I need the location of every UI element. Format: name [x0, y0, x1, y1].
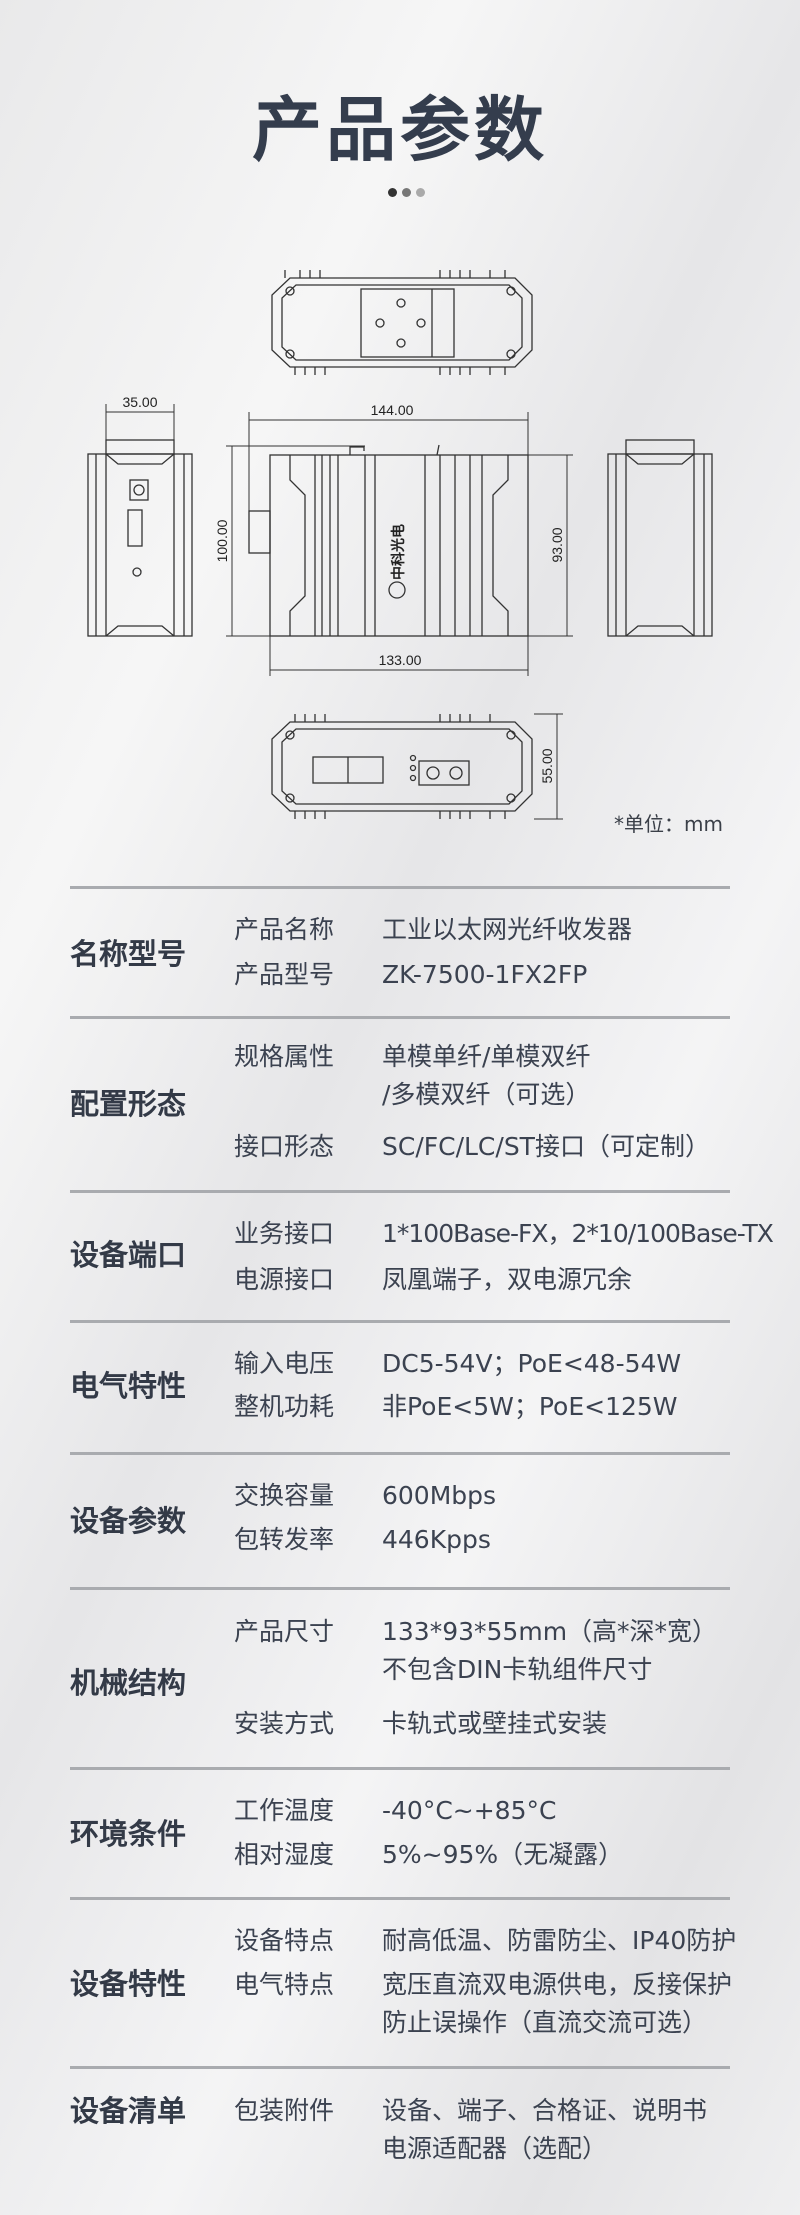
port-view — [271, 714, 533, 819]
divider — [70, 1320, 730, 1323]
spec-value: -40°C~+85°C — [382, 1796, 557, 1825]
category-device-params: 设备参数 — [70, 1504, 187, 1538]
divider — [70, 1767, 730, 1770]
dim-35: 35.00 — [122, 394, 157, 410]
front-view: 中科光电 — [248, 444, 529, 637]
dim-55: 55.00 — [539, 748, 555, 783]
spec-label: 产品型号 — [234, 960, 335, 989]
category-features: 设备特性 — [70, 1967, 187, 2001]
pager-dot-active — [388, 188, 397, 197]
dim-144: 144.00 — [371, 402, 414, 418]
spec-value: 防止误操作（直流交流可选） — [382, 2008, 708, 2037]
spec-label: 整机功耗 — [234, 1392, 335, 1421]
category-electrical: 电气特性 — [70, 1369, 187, 1403]
spec-label: 电气特点 — [234, 1970, 335, 1999]
spec-label: 输入电压 — [234, 1349, 335, 1378]
top-view — [271, 270, 533, 375]
spec-value: 工业以太网光纤收发器 — [382, 915, 633, 944]
spec-value: 不包含DIN卡轨组件尺寸 — [382, 1655, 653, 1684]
spec-label: 包转发率 — [234, 1525, 335, 1554]
spec-label: 安装方式 — [234, 1709, 335, 1738]
spec-label: 相对湿度 — [234, 1840, 335, 1869]
spec-value: 单模单纤/单模双纤 — [382, 1042, 591, 1071]
spec-value: SC/FC/LC/ST接口（可定制） — [382, 1132, 710, 1161]
category-environment: 环境条件 — [70, 1817, 187, 1851]
spec-value: 5%~95%（无凝露） — [382, 1840, 624, 1869]
pager-dot — [416, 188, 425, 197]
divider — [70, 2066, 730, 2069]
spec-value: 446Kpps — [382, 1525, 491, 1554]
spec-value: 电源适配器（选配） — [382, 2134, 608, 2163]
dim-93: 93.00 — [549, 527, 565, 562]
spec-value: /多模双纤（可选） — [382, 1080, 591, 1109]
spec-value: 133*93*55mm（高*深*宽） — [382, 1617, 718, 1646]
spec-value: 卡轨式或壁挂式安装 — [382, 1709, 608, 1738]
divider — [70, 1587, 730, 1590]
spec-value: 耐高低温、防雷防尘、IP40防护 — [382, 1926, 737, 1955]
divider — [70, 1452, 730, 1455]
spec-label: 设备特点 — [234, 1926, 335, 1955]
right-side-view — [607, 439, 713, 637]
spec-label: 交换容量 — [234, 1481, 335, 1510]
spec-label: 规格属性 — [234, 1042, 335, 1071]
spec-value: 1*100Base-FX，2*10/100Base-TX — [382, 1219, 774, 1248]
page-title: 产品参数 — [252, 89, 548, 171]
spec-value: 凤凰端子，双电源冗余 — [382, 1265, 633, 1294]
logo-text: 中科光电 — [390, 524, 407, 580]
category-mechanical: 机械结构 — [70, 1666, 187, 1700]
category-name-model: 名称型号 — [70, 937, 187, 971]
dimension-drawing: 中科光电 35.00 144.00 100.00 93.00 133.00 55… — [87, 270, 713, 820]
spec-label: 工作温度 — [234, 1796, 335, 1825]
category-ports: 设备端口 — [70, 1238, 187, 1272]
category-package-list: 设备清单 — [70, 2094, 187, 2128]
spec-label: 业务接口 — [234, 1219, 335, 1248]
spec-value: 设备、端子、合格证、说明书 — [382, 2096, 708, 2125]
spec-label: 包装附件 — [234, 2096, 335, 2125]
spec-value: 非PoE<5W；PoE<125W — [382, 1392, 678, 1421]
divider — [70, 886, 730, 889]
spec-label: 产品名称 — [234, 915, 335, 944]
dim-100: 100.00 — [214, 519, 230, 562]
dimension-lines — [105, 404, 573, 820]
category-configuration: 配置形态 — [70, 1087, 187, 1121]
divider — [70, 1016, 730, 1019]
sc-fiber-port — [418, 760, 470, 786]
left-side-view — [87, 439, 193, 637]
pager-dot — [402, 188, 411, 197]
unit-note: *单位：mm — [614, 812, 723, 836]
spec-label: 接口形态 — [234, 1132, 335, 1161]
dim-133: 133.00 — [379, 652, 422, 668]
spec-value: DC5-54V；PoE<48-54W — [382, 1349, 682, 1378]
spec-value: 600Mbps — [382, 1481, 497, 1510]
spec-value: 宽压直流双电源供电，反接保护 — [382, 1970, 733, 1999]
divider — [70, 1897, 730, 1900]
spec-label: 产品尺寸 — [234, 1617, 335, 1646]
divider — [70, 1190, 730, 1193]
spec-label: 电源接口 — [234, 1265, 335, 1294]
spec-value: ZK-7500-1FX2FP — [382, 960, 588, 989]
